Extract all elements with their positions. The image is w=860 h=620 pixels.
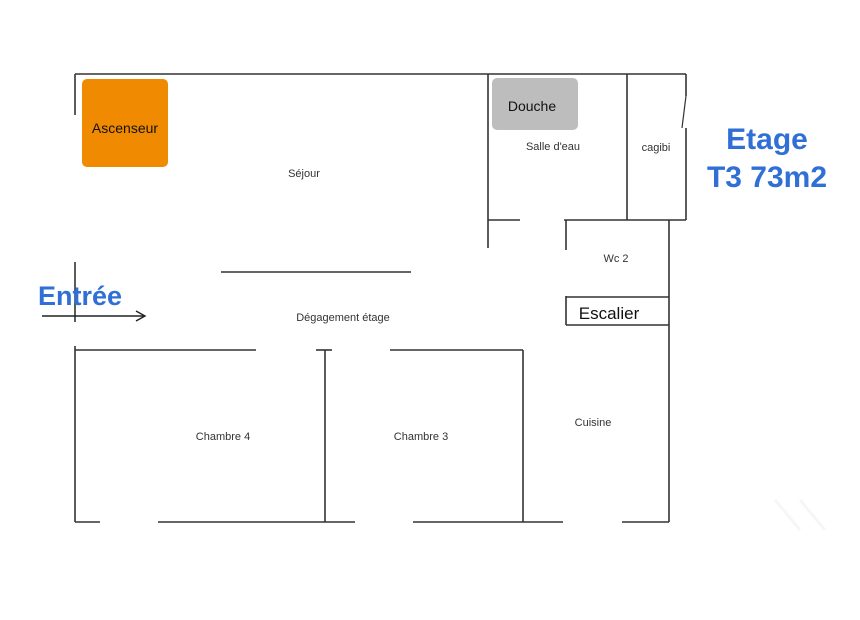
room-degagement: Dégagement étage bbox=[296, 312, 390, 324]
bathroom-walls bbox=[487, 74, 687, 248]
cagibi-door-leaf bbox=[681, 95, 687, 129]
ascenseur-label: Ascenseur bbox=[92, 120, 158, 136]
wc-stair-walls bbox=[565, 220, 669, 326]
room-sejour: Séjour bbox=[288, 168, 320, 180]
entry-arrow-icon bbox=[42, 310, 147, 322]
room-chambre4: Chambre 4 bbox=[196, 431, 250, 443]
room-cagibi: cagibi bbox=[642, 142, 671, 154]
bedroom-walls bbox=[75, 349, 524, 522]
room-wc: Wc 2 bbox=[603, 253, 628, 265]
room-salle-eau: Salle d'eau bbox=[526, 141, 580, 153]
watermark-mark bbox=[773, 499, 827, 531]
douche-box bbox=[492, 78, 578, 130]
escalier-label: Escalier bbox=[579, 304, 640, 323]
exterior-walls bbox=[74, 73, 686, 523]
heading-line2: T3 73m2 bbox=[707, 161, 827, 194]
room-cuisine: Cuisine bbox=[575, 417, 612, 429]
room-chambre3: Chambre 3 bbox=[394, 431, 448, 443]
ascenseur-box bbox=[82, 79, 168, 167]
entry-label: Entrée bbox=[38, 281, 122, 311]
douche-label: Douche bbox=[508, 98, 556, 114]
heading-line1: Etage bbox=[726, 123, 808, 156]
